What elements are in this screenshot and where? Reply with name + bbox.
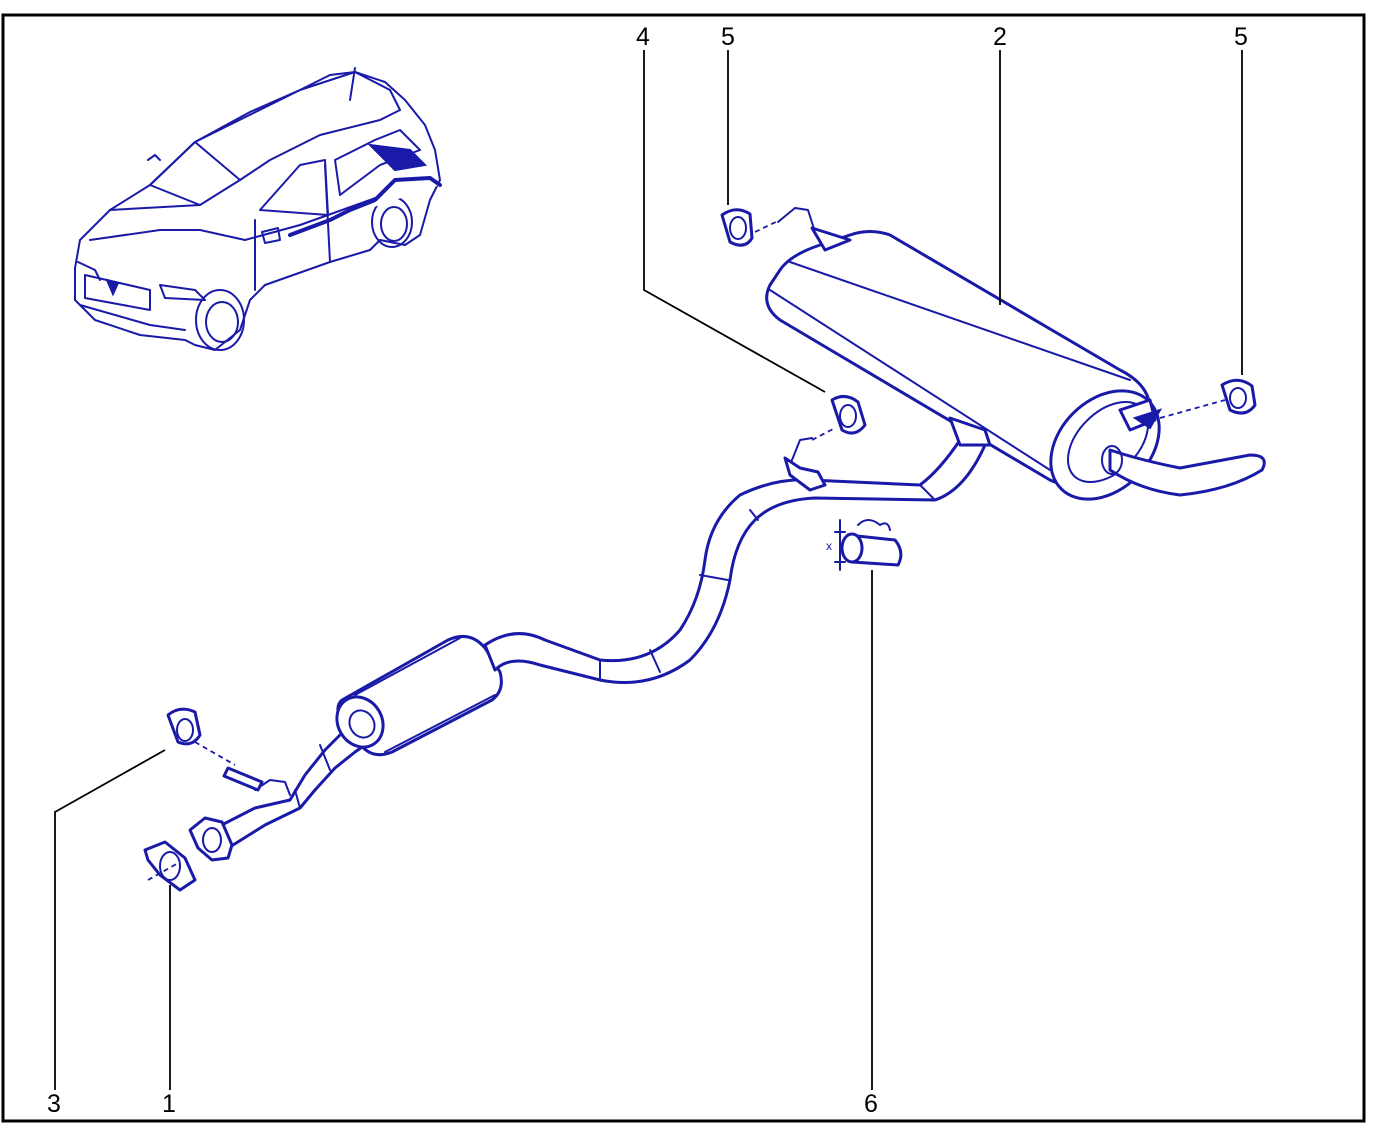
callout-4: 4 [636, 23, 650, 51]
rubber-mount-rear-right [1159, 378, 1257, 419]
dimension-mark-x: x [826, 539, 832, 553]
intermediate-pipe [483, 437, 987, 684]
vehicle-location-thumbnail [74, 67, 442, 351]
callout-5-left: 5 [721, 23, 735, 51]
leader-line-3 [54, 749, 166, 1090]
rear-silencer [765, 207, 1266, 501]
rubber-mount-rear-left [720, 208, 781, 247]
callout-1: 1 [162, 1090, 176, 1118]
rubber-mount-front [166, 707, 236, 766]
callout-3: 3 [47, 1090, 61, 1118]
callout-6: 6 [864, 1090, 878, 1118]
rubber-mount-middle [811, 395, 867, 441]
flange-gasket [143, 840, 197, 892]
callout-2: 2 [993, 23, 1007, 51]
leader-line-4 [643, 50, 826, 393]
center-silencer [335, 634, 503, 757]
exhaust-clamp: x [826, 519, 903, 571]
diagram-frame [1, 13, 1366, 1123]
callout-5-right: 5 [1234, 23, 1248, 51]
